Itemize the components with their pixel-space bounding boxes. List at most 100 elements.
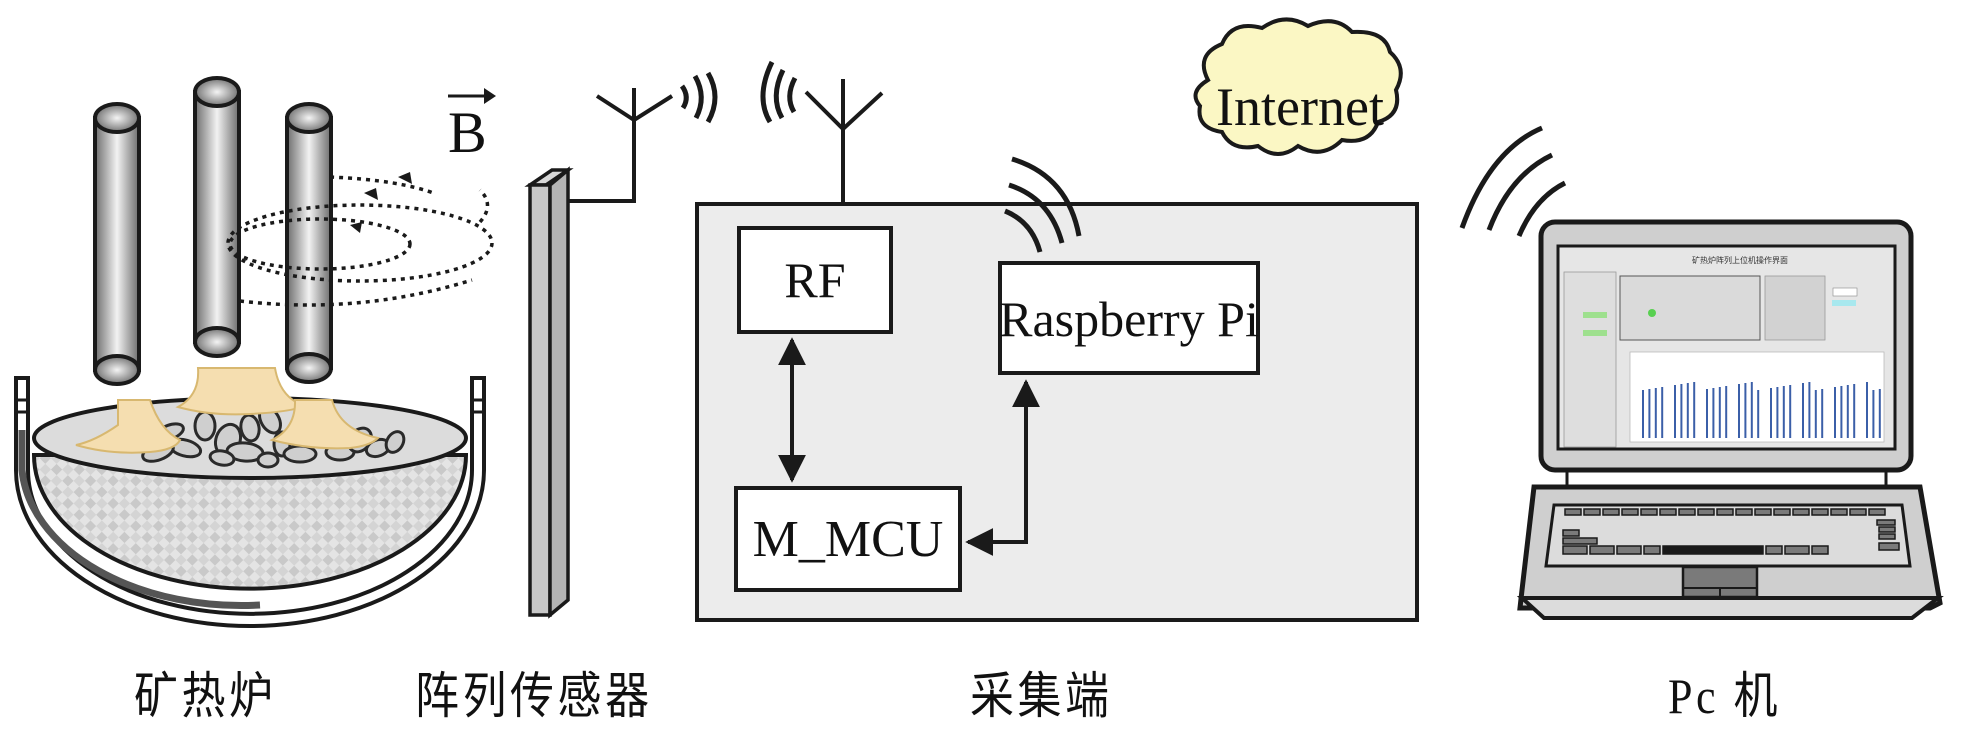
screen-bar <box>1770 388 1772 438</box>
screen-bar <box>1712 388 1715 438</box>
ore-pebble <box>256 451 280 469</box>
sensor-antenna-icon <box>595 88 674 122</box>
keyboard-key <box>1643 545 1661 555</box>
screen-bar <box>1866 382 1868 438</box>
keyboard-key <box>1562 537 1598 545</box>
screen-bar <box>1757 390 1760 438</box>
keyboard-key <box>1792 508 1810 516</box>
keyboard-key <box>1876 519 1896 526</box>
collector-antenna-icon <box>804 79 884 204</box>
internet-label: Internet <box>1216 77 1384 137</box>
raspberry-pi-label: Raspberry Pi <box>999 291 1259 347</box>
cloud-icon <box>1193 17 1403 156</box>
screen-bar-chart <box>1642 382 1881 438</box>
screen-bar <box>1821 389 1824 438</box>
rf-module-label: RF <box>784 252 845 308</box>
screen-bar <box>1718 387 1721 438</box>
keyboard-key <box>1697 508 1715 516</box>
screen-bar <box>1680 384 1683 438</box>
pc-laptop: 矿热炉阵列上位机操作界面 <box>1516 219 1944 620</box>
electrode-2 <box>175 76 308 416</box>
screen-bar <box>1878 389 1881 438</box>
screen-bar <box>1648 389 1651 438</box>
pc-caption: Pc 机 <box>1668 668 1782 724</box>
screen-bar <box>1674 385 1676 438</box>
furnace <box>14 376 486 628</box>
keyboard-key <box>1583 508 1601 516</box>
screen-bar <box>1853 384 1856 438</box>
mcu-raspberry-link <box>965 379 1040 556</box>
magnetic-field-lines <box>226 175 494 307</box>
keyboard-key <box>1878 526 1896 533</box>
screen-bar <box>1693 382 1696 438</box>
screen-bar <box>1840 386 1843 438</box>
keyboard-key <box>1562 529 1580 537</box>
screen-ui: 矿热炉阵列上位机操作界面 <box>1563 255 1885 448</box>
mcu-module-label: M_MCU <box>753 511 944 568</box>
screen-bar <box>1802 383 1804 438</box>
keyboard-key <box>1878 533 1896 540</box>
keyboard-key <box>1811 545 1829 555</box>
keyboard-key <box>1621 508 1639 516</box>
keyboard-key <box>1811 508 1829 516</box>
field-arrow-3 <box>350 222 362 233</box>
screen-bar <box>1738 384 1740 438</box>
electrode-1 <box>75 102 182 454</box>
keyboard-key <box>1849 508 1867 516</box>
keyboard-key <box>1564 508 1582 516</box>
screen-bar <box>1834 387 1836 438</box>
screen-bar <box>1642 390 1644 438</box>
keyboard-key <box>1662 545 1764 555</box>
keyboard-key <box>1784 545 1810 555</box>
ore-pebble <box>384 430 406 454</box>
sensor-wireless-signal-icon <box>679 71 718 124</box>
keyboard-key <box>1640 508 1658 516</box>
screen-bar <box>1744 383 1747 438</box>
internet-cloud: Internet <box>1193 17 1403 156</box>
screen-chart-area <box>1629 351 1885 443</box>
keyboard-key <box>1878 542 1900 551</box>
furnace-shell <box>14 376 486 628</box>
screen-bar <box>1686 383 1689 438</box>
ore-pebble <box>239 413 261 443</box>
keyboard-key <box>1716 508 1734 516</box>
keyboard-key <box>1773 508 1791 516</box>
keyboard-key <box>1754 508 1772 516</box>
keyboard-key <box>1589 545 1615 555</box>
ore-pebble <box>208 449 236 467</box>
ore-pebble <box>193 410 217 442</box>
array-sensor <box>524 71 718 619</box>
raspberry-pi-module <box>998 261 1260 375</box>
field-arrow-1 <box>398 172 412 184</box>
field-arrow-2 <box>364 188 378 200</box>
pc-wireless-signal-icon <box>1459 125 1567 237</box>
sensor-caption: 阵列传感器 <box>415 667 653 725</box>
electrodes <box>75 76 381 454</box>
screen-bar <box>1808 382 1811 438</box>
rf-module <box>737 226 893 334</box>
mcu-module <box>734 486 962 592</box>
keyboard-key <box>1678 508 1696 516</box>
collector-wireless-signal-icon <box>760 60 798 124</box>
screen-bar <box>1654 388 1657 438</box>
keyboard-key <box>1602 508 1620 516</box>
keyboard-key <box>1562 545 1588 555</box>
magnetic-field-label: B <box>448 88 496 165</box>
screen-bar <box>1872 390 1875 438</box>
screen-bar <box>1776 387 1779 438</box>
screen-bar <box>1789 385 1792 438</box>
screen-bar <box>1814 390 1817 438</box>
collector-caption: 采集端 <box>970 667 1113 725</box>
keyboard-key <box>1830 508 1848 516</box>
keyboard-key <box>1616 545 1642 555</box>
screen-bar <box>1750 382 1753 438</box>
screen-bar <box>1846 385 1849 438</box>
collector-unit: RF M_MCU Raspberry Pi <box>695 60 1419 622</box>
field-label-text: B <box>448 100 487 165</box>
keyboard-keys <box>1562 508 1900 555</box>
screen-bar <box>1782 386 1785 438</box>
keyboard-key <box>1765 545 1783 555</box>
electrode-3 <box>269 102 381 450</box>
screen-window-title: 矿热炉阵列上位机操作界面 <box>1692 255 1788 265</box>
